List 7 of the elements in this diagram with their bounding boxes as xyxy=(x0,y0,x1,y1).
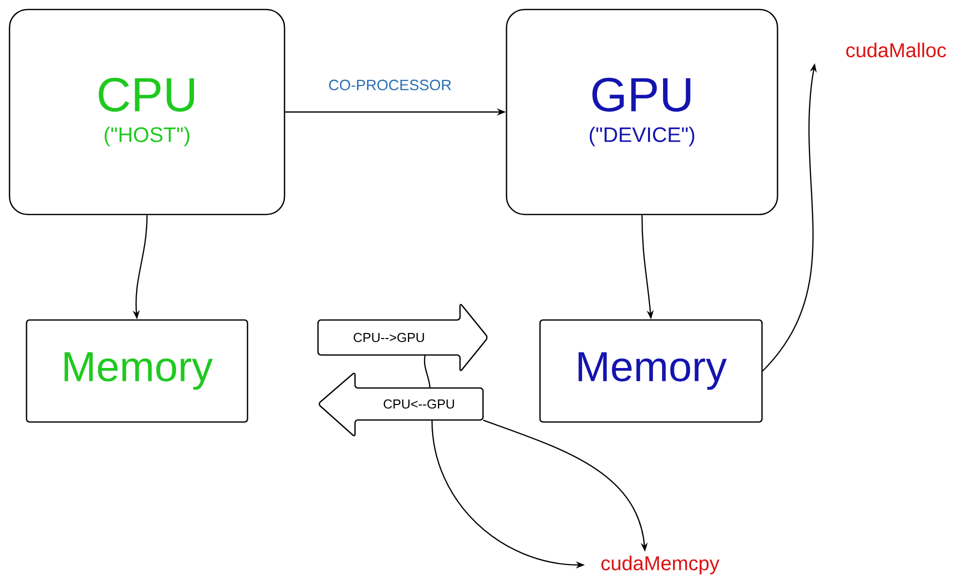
function-label: cudaMalloc xyxy=(846,42,946,58)
memory-box: Memory xyxy=(539,319,763,423)
processor-box: CPU ("HOST") xyxy=(8,8,286,216)
memory-box: Memory xyxy=(26,319,248,423)
edge-label: CO-PROCESSOR xyxy=(327,78,453,92)
processor-box: GPU ("DEVICE") xyxy=(506,8,778,216)
function-label: cudaMemcpy xyxy=(601,556,720,574)
